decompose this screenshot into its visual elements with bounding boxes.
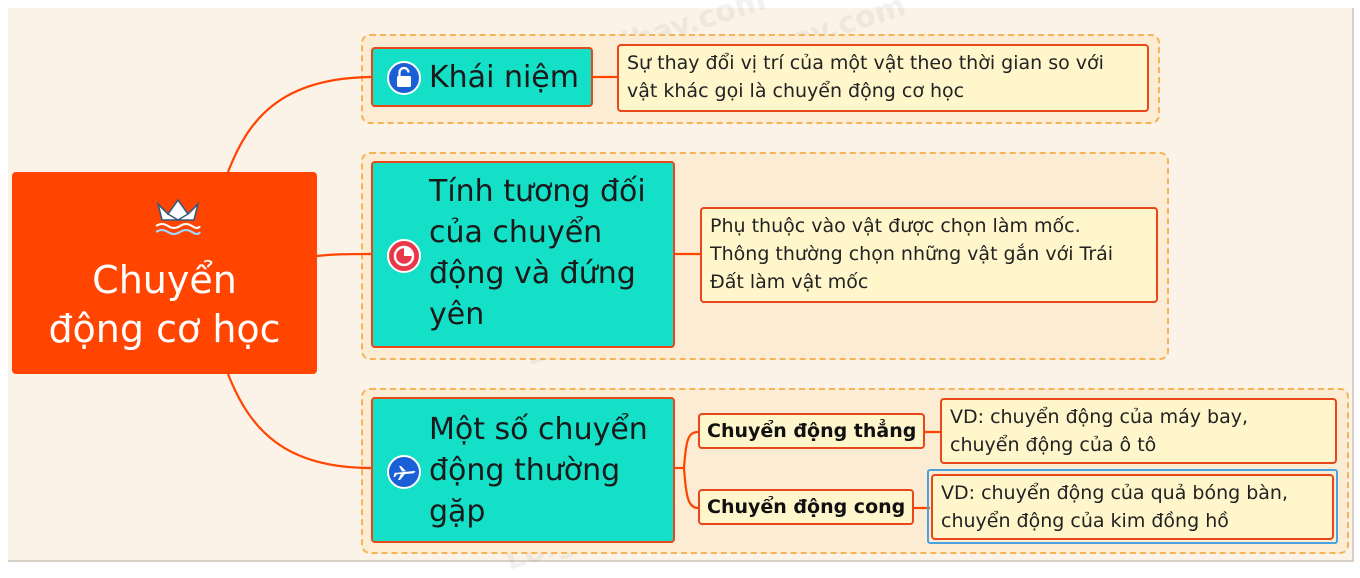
- topic-label: động thường: [429, 453, 621, 488]
- topic-tinh-tuong-doi[interactable]: Tính tương đối của chuyển động và đứng y…: [371, 161, 675, 348]
- note-line: Phụ thuộc vào vật được chọn làm mốc.: [710, 215, 1081, 237]
- note-line: Đất làm vật mốc: [710, 271, 869, 293]
- topic-label: động và đứng: [429, 256, 636, 291]
- lock-icon: [387, 61, 421, 95]
- note-straight-motion: VD: chuyển động của máy bay, chuyển động…: [940, 398, 1337, 464]
- note-line: Thông thường chọn những vật gắn với Trái: [710, 243, 1114, 265]
- note-line: VD: chuyển động của quả bóng bàn,: [941, 482, 1289, 504]
- topic-mot-so-chuyen-dong[interactable]: Một số chuyển động thường gặp: [371, 397, 675, 543]
- root-title-line: động cơ học: [48, 307, 281, 351]
- root-topic[interactable]: Chuyển động cơ học: [12, 172, 317, 374]
- subtopic-chuyen-dong-thang[interactable]: Chuyển động thẳng: [698, 413, 926, 449]
- topic-label: Tính tương đối: [429, 174, 646, 209]
- topic-label: gặp: [429, 494, 486, 529]
- subtopic-chuyen-dong-cong[interactable]: Chuyển động cong: [698, 489, 915, 525]
- topic-label: của chuyển: [429, 215, 603, 250]
- topic-label: Một số chuyển: [429, 412, 648, 447]
- note-line: VD: chuyển động của máy bay,: [950, 406, 1249, 428]
- note-line: vật khác gọi là chuyển động cơ học: [627, 80, 965, 102]
- note-line: chuyển động của kim đồng hồ: [941, 510, 1229, 532]
- note-line: Sự thay đổi vị trí của một vật theo thời…: [627, 52, 1104, 74]
- paper-boat-icon: [155, 198, 201, 235]
- pie-chart-icon: [387, 239, 421, 273]
- note-concept: Sự thay đổi vị trí của một vật theo thời…: [617, 44, 1149, 112]
- note-curved-motion: VD: chuyển động của quả bóng bàn, chuyển…: [931, 474, 1334, 540]
- selection-outline: [927, 469, 1338, 544]
- topic-label: Khái niệm: [429, 60, 579, 95]
- note-line: chuyển động của ô tô: [950, 434, 1157, 456]
- note-relativity: Phụ thuộc vào vật được chọn làm mốc. Thô…: [700, 207, 1158, 303]
- airplane-icon: [387, 455, 421, 489]
- topic-khai-niem[interactable]: Khái niệm: [371, 47, 593, 107]
- topic-label: yên: [429, 297, 485, 332]
- root-title-line: Chuyển: [92, 258, 237, 302]
